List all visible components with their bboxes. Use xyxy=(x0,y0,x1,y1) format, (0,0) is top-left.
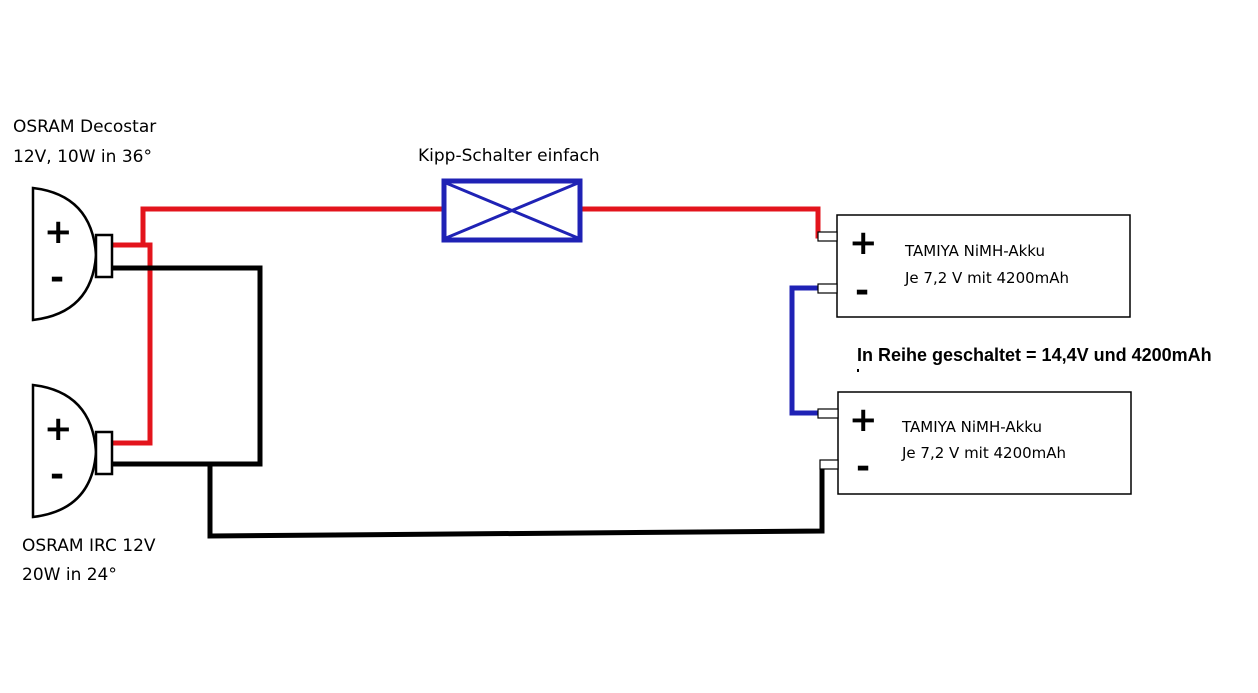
wire-positive-lamp-bridge xyxy=(109,242,153,446)
lamp-bottom-socket xyxy=(94,430,114,476)
lamp-top-plus-sign: + xyxy=(44,212,73,252)
wire-series-link xyxy=(789,285,821,416)
battery-top-minus-terminal xyxy=(817,283,838,294)
wire-negative-lamp-top xyxy=(109,265,263,467)
battery-top: + - TAMIYA NiMH-Akku Je 7,2 V mit 4200mA… xyxy=(817,214,1131,318)
battery-bottom-minus-terminal xyxy=(819,459,839,470)
lamp-top-name: OSRAM Decostar xyxy=(13,117,156,137)
lamp-top-reflector-shape xyxy=(31,186,98,322)
battery-top-body xyxy=(836,214,1131,318)
toggle-switch: Kipp-Schalter einfach xyxy=(418,146,600,243)
lamp-bottom-reflector-shape xyxy=(31,383,98,519)
battery-top-spec: Je 7,2 V mit 4200mAh xyxy=(904,269,1069,287)
battery-bottom-name: TAMIYA NiMH-Akku xyxy=(901,418,1042,436)
battery-bottom: + - TAMIYA NiMH-Akku Je 7,2 V mit 4200mA… xyxy=(817,391,1132,495)
switch-cross-line-b xyxy=(445,181,579,240)
lamp-top-socket xyxy=(94,233,114,279)
lamp-bottom: + - OSRAM IRC 12V 20W in 24° xyxy=(22,383,156,585)
lamp-bottom-spec: 20W in 24° xyxy=(22,565,117,585)
lamp-top-spec: 12V, 10W in 36° xyxy=(13,147,152,167)
battery-bottom-plus-terminal xyxy=(817,408,839,419)
battery-bottom-spec: Je 7,2 V mit 4200mAh xyxy=(901,444,1066,462)
lamp-bottom-plus-sign: + xyxy=(44,409,73,449)
battery-bottom-body xyxy=(837,391,1132,495)
battery-bottom-minus-sign: - xyxy=(856,447,870,487)
stray-dot xyxy=(857,369,859,372)
lamp-bottom-name: OSRAM IRC 12V xyxy=(22,536,156,556)
switch-label: Kipp-Schalter einfach xyxy=(418,146,600,166)
series-note: In Reihe geschaltet = 14,4V und 4200mAh xyxy=(857,345,1212,365)
wires xyxy=(109,206,825,539)
battery-top-plus-terminal xyxy=(817,231,838,242)
wire-positive-switch-to-battery xyxy=(577,206,821,239)
lamp-top: + - OSRAM Decostar 12V, 10W in 36° xyxy=(13,117,156,322)
lamp-top-minus-sign: - xyxy=(50,258,64,298)
wire-positive-lamp-to-switch xyxy=(109,206,447,248)
lamp-bottom-minus-sign: - xyxy=(50,455,64,495)
battery-top-name: TAMIYA NiMH-Akku xyxy=(904,242,1045,260)
wire-negative-to-battery xyxy=(207,461,825,539)
battery-top-plus-sign: + xyxy=(849,223,878,263)
battery-bottom-plus-sign: + xyxy=(849,400,878,440)
battery-top-minus-sign: - xyxy=(855,271,869,311)
